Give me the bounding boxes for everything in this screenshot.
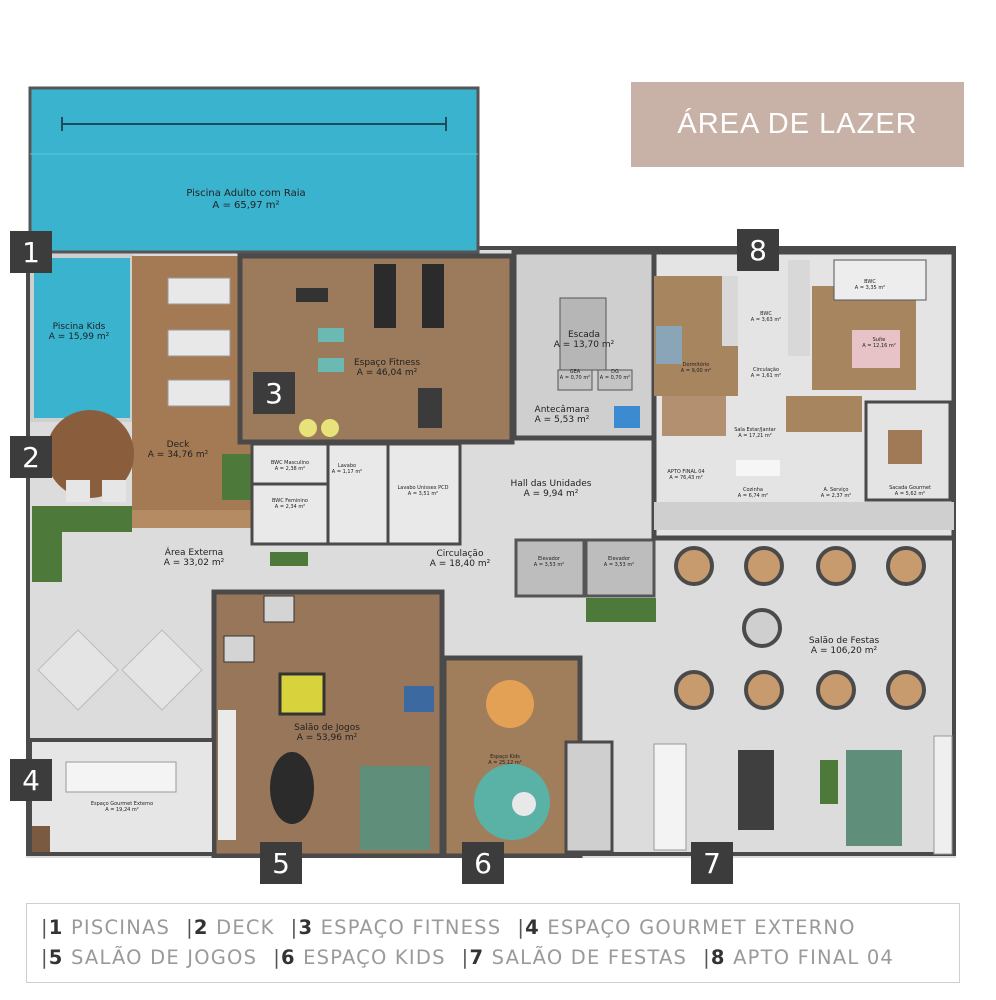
legend-item-8: |8 APTO FINAL 04 (703, 946, 895, 969)
marker-3: 3 (253, 372, 295, 414)
marker-8: 8 (737, 229, 779, 271)
legend-item-4: |4 ESPAÇO GOURMET EXTERNO (517, 916, 856, 939)
legend-row-1: |1 PISCINAS |2 DECK |3 ESPAÇO FITNESS |4… (41, 916, 856, 939)
legend-item-3: |3 ESPAÇO FITNESS (290, 916, 502, 939)
legend-item-1: |1 PISCINAS (41, 916, 171, 939)
legend-item-5: |5 SALÃO DE JOGOS (41, 946, 258, 969)
gourmet-ext (28, 738, 216, 856)
legend-item-6: |6 ESPAÇO KIDS (273, 946, 446, 969)
marker-7: 7 (691, 842, 733, 884)
page-title: ÁREA DE LAZER (631, 82, 964, 167)
legend-item-2: |2 DECK (186, 916, 275, 939)
marker-2: 2 (10, 436, 52, 478)
marker-1: 1 (10, 231, 52, 273)
legend: |1 PISCINAS |2 DECK |3 ESPAÇO FITNESS |4… (26, 903, 960, 983)
pool-adult (28, 86, 480, 254)
marker-5: 5 (260, 842, 302, 884)
elevator-1 (514, 538, 586, 598)
floor-plan (26, 86, 956, 858)
pool-kids (30, 254, 134, 422)
marker-6: 6 (462, 842, 504, 884)
legend-item-7: |7 SALÃO DE FESTAS (461, 946, 688, 969)
marker-4: 4 (10, 759, 52, 801)
legend-row-2: |5 SALÃO DE JOGOS |6 ESPAÇO KIDS |7 SALÃ… (41, 946, 894, 969)
elevator-2 (584, 538, 656, 598)
